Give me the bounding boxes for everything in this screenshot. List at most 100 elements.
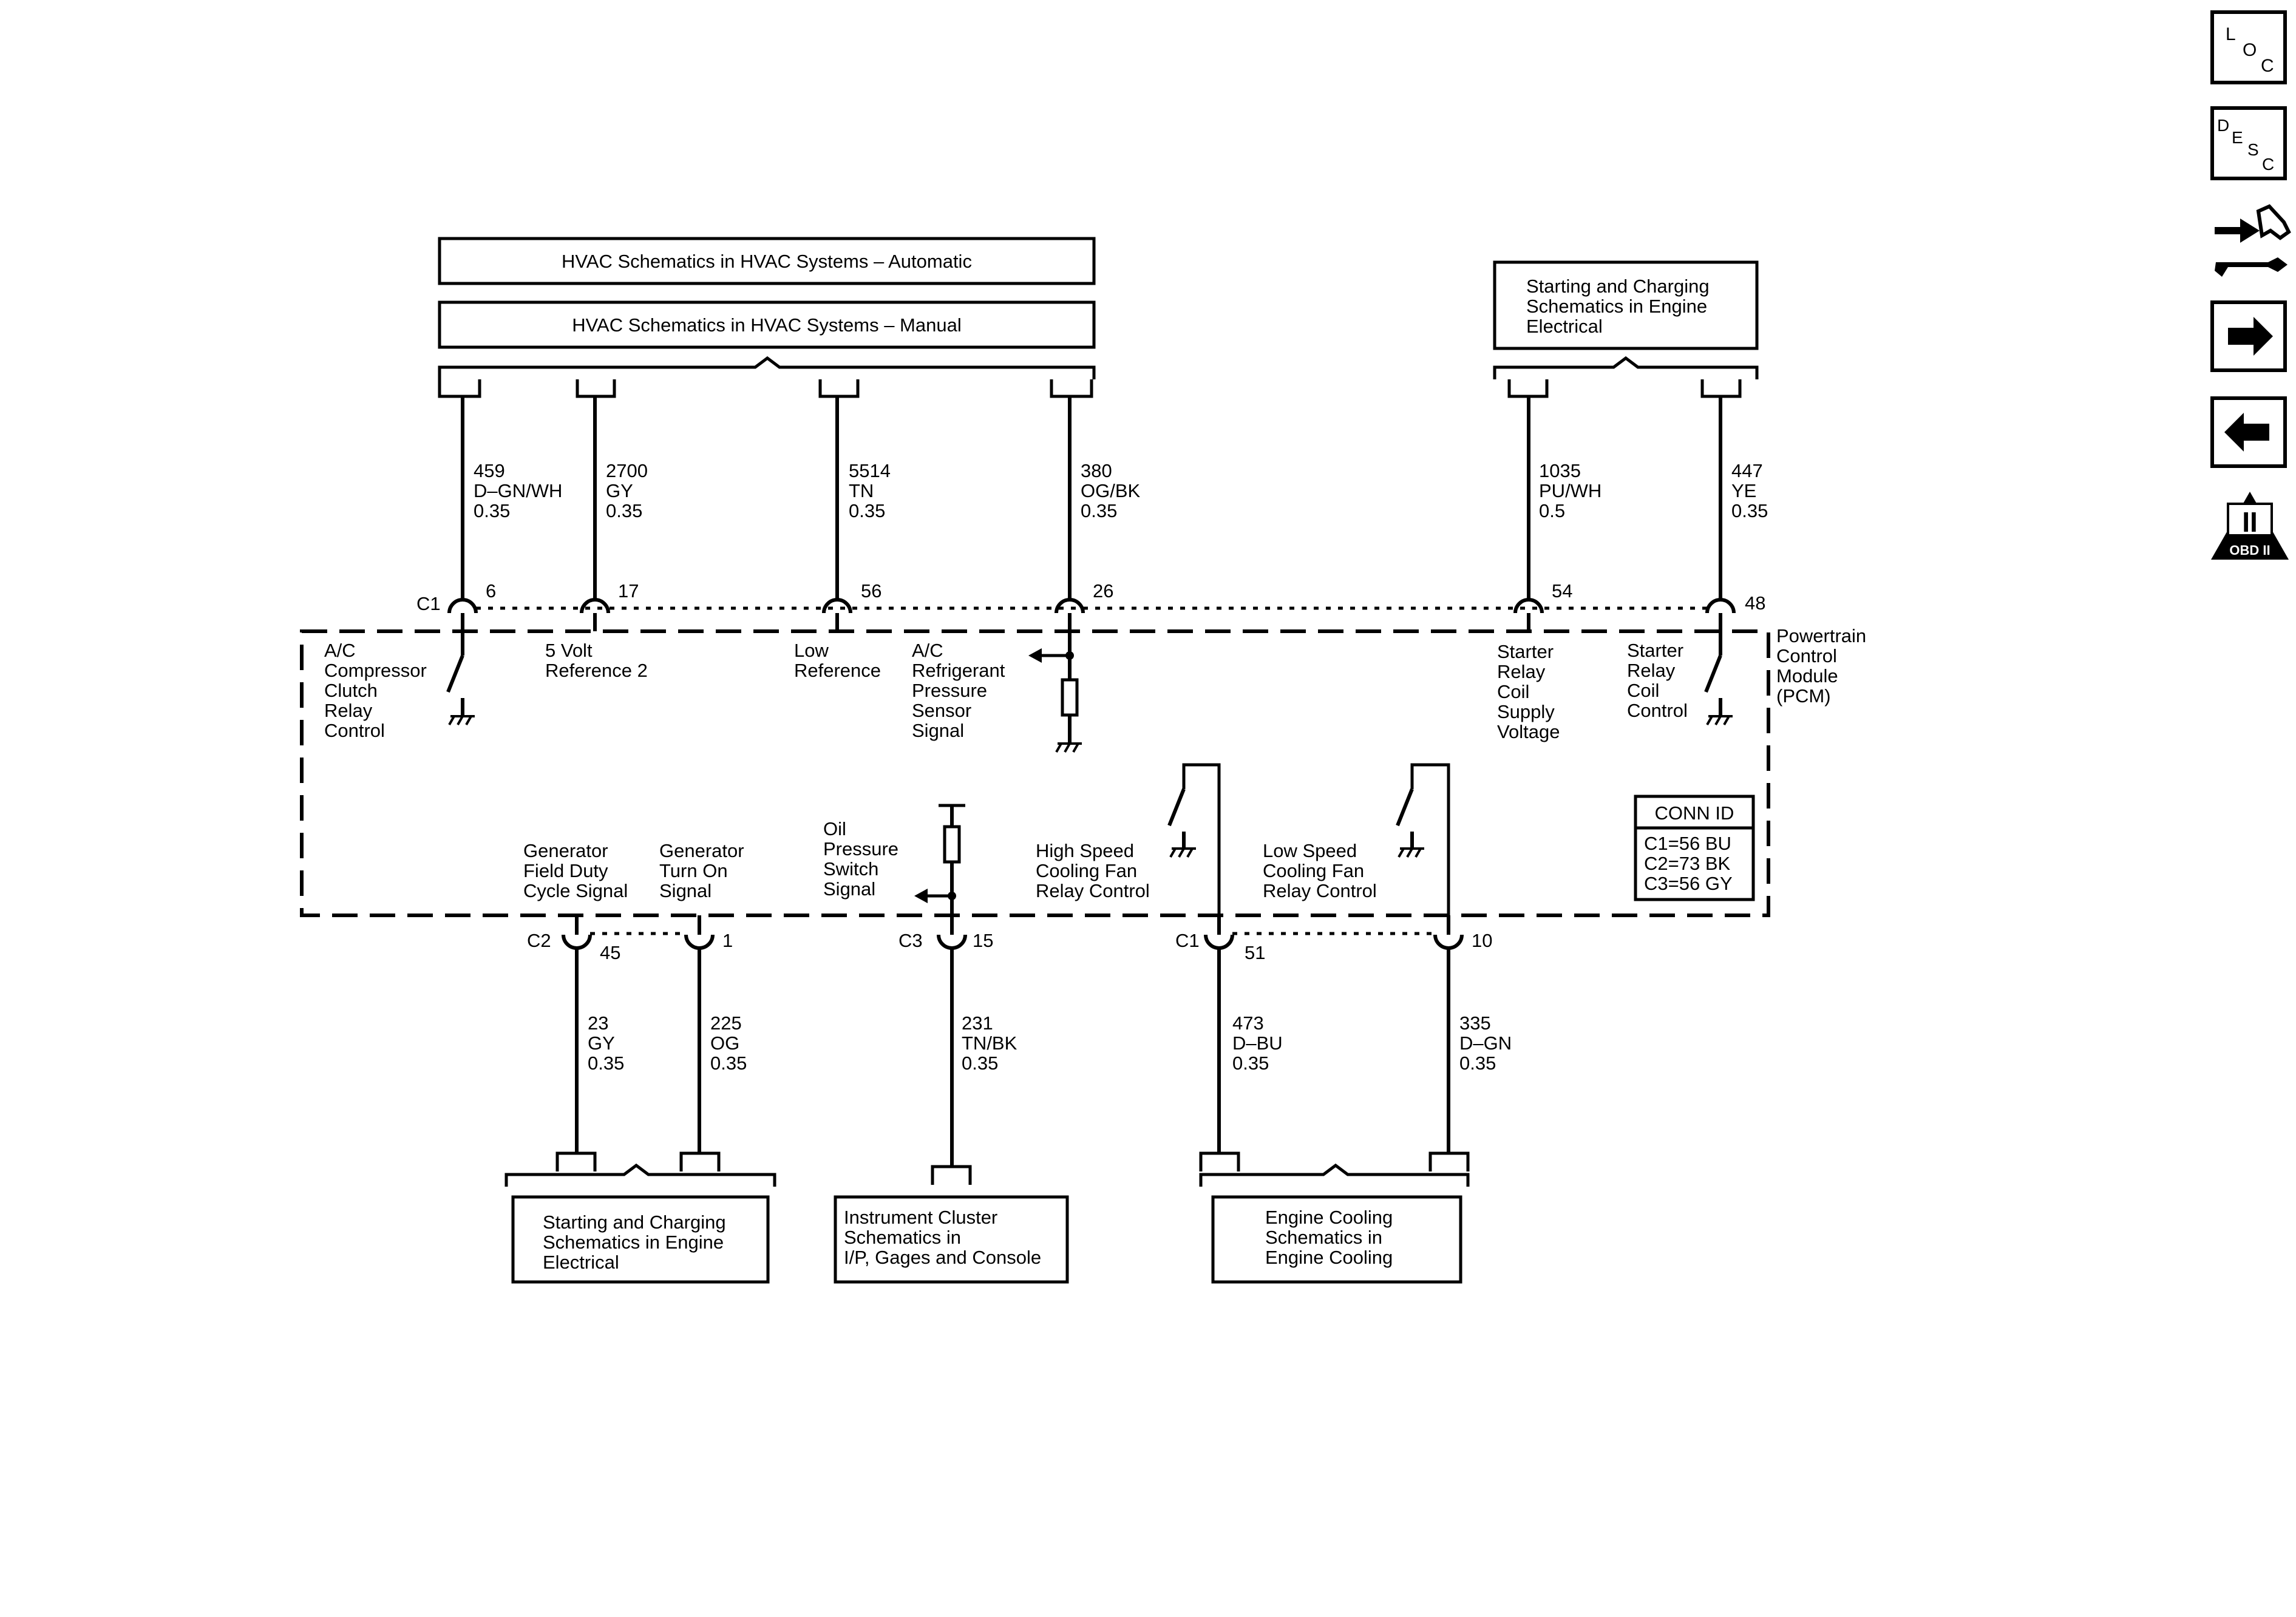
- instrument-cluster-label-2: Schematics in: [844, 1227, 961, 1248]
- hvac-auto-box[interactable]: [438, 237, 1096, 285]
- func-low-ref-2: Reference: [794, 660, 881, 681]
- desc-icon[interactable]: D E S C: [2210, 106, 2287, 180]
- func-ac-sensor-2: Refrigerant: [912, 660, 1005, 681]
- ground-icon: [1706, 715, 1733, 725]
- next-arrow-icon[interactable]: [2210, 300, 2287, 372]
- func-gen-turnon-2: Turn On: [659, 860, 728, 881]
- wire-447-color: YE: [1731, 480, 1756, 501]
- conn-id-c3: C3=56 GY: [1644, 873, 1733, 894]
- engine-cooling-box[interactable]: [1211, 1195, 1462, 1284]
- wire-231-circuit: 231: [962, 1012, 993, 1034]
- func-5v-ref-2: Reference 2: [545, 660, 648, 681]
- pcm-name-1: Powertrain: [1776, 625, 1866, 646]
- wire-473-color: D–BU: [1232, 1032, 1283, 1054]
- wire-23-gauge: 0.35: [588, 1053, 624, 1074]
- func-low-ref-1: Low: [794, 640, 829, 661]
- terminal-top-5: [1507, 379, 1549, 398]
- connector-c1-top-label: C1: [416, 593, 441, 614]
- wire-447-gauge: 0.35: [1731, 500, 1768, 521]
- wire-225-circuit: 225: [710, 1012, 742, 1034]
- wire-1035-gauge: 0.5: [1539, 500, 1565, 521]
- ground-icon: [1169, 847, 1196, 858]
- pin-26-symbol: [1055, 598, 1085, 614]
- starting-charging-bottom-label-1: Starting and Charging: [543, 1212, 726, 1233]
- engine-cooling-label-1: Engine Cooling: [1265, 1207, 1393, 1228]
- conn-id-title: CONN ID: [1655, 802, 1734, 824]
- pin-1-symbol: [684, 934, 715, 950]
- func-ac-clutch-3: Clutch: [324, 680, 378, 701]
- connector-c3-label: C3: [898, 930, 923, 951]
- func-5v-ref-1: 5 Volt: [545, 640, 593, 661]
- wire-459-color: D–GN/WH: [474, 480, 562, 501]
- wire-473-gauge: 0.35: [1232, 1053, 1269, 1074]
- starting-charging-bottom-box[interactable]: [511, 1195, 770, 1284]
- engine-cooling-label-3: Engine Cooling: [1265, 1247, 1393, 1268]
- pin-54-symbol: [1513, 598, 1544, 614]
- terminal-top-4: [1050, 379, 1093, 398]
- obd-ii-icon[interactable]: II OBD II: [2211, 492, 2289, 560]
- wire-23-circuit: 23: [588, 1012, 608, 1034]
- pin-56-symbol: [822, 598, 852, 614]
- func-starter-control-4: Control: [1627, 700, 1688, 721]
- pin-45-label: 45: [600, 942, 620, 963]
- pin-c1-51-symbol: [1204, 934, 1234, 950]
- wire-459-circuit: 459: [474, 460, 505, 481]
- pin-10-label: 10: [1472, 930, 1492, 951]
- pin-56-label: 56: [861, 580, 881, 602]
- func-starter-supply-4: Supply: [1497, 701, 1555, 722]
- func-oil-2: Pressure: [823, 838, 898, 859]
- pcm-module-boundary: [300, 629, 1770, 917]
- repair-icon[interactable]: [2215, 204, 2291, 277]
- func-starter-supply-5: Voltage: [1497, 721, 1560, 742]
- func-starter-control-3: Coil: [1627, 680, 1659, 701]
- prev-arrow-icon[interactable]: [2210, 396, 2287, 468]
- terminal-bottom-4: [1199, 1151, 1240, 1171]
- func-ac-clutch-5: Control: [324, 720, 385, 741]
- starting-charging-bottom-bracket: [504, 1163, 776, 1187]
- func-high-fan-1: High Speed: [1036, 840, 1134, 861]
- oil-switch-resistor: [943, 825, 961, 864]
- engine-cooling-label-2: Schematics in: [1265, 1227, 1382, 1248]
- loc-icon[interactable]: L O C: [2210, 10, 2287, 84]
- svg-text:L: L: [2226, 24, 2236, 44]
- func-starter-control-1: Starter: [1627, 640, 1683, 661]
- svg-text:C: C: [2261, 56, 2274, 76]
- connector-c1-bottom-label: C1: [1175, 930, 1200, 951]
- wire-335-circuit: 335: [1459, 1012, 1491, 1034]
- wire-2700-circuit: 2700: [606, 460, 648, 481]
- hvac-manual-box[interactable]: [438, 300, 1096, 349]
- sensor-resistor: [1061, 678, 1079, 717]
- wire-459-gauge: 0.35: [474, 500, 510, 521]
- instrument-cluster-label-3: I/P, Gages and Console: [844, 1247, 1041, 1268]
- func-high-fan-3: Relay Control: [1036, 880, 1150, 901]
- starting-charging-top-box[interactable]: [1493, 260, 1759, 350]
- hvac-bracket: [438, 356, 1096, 379]
- wire-225-color: OG: [710, 1032, 739, 1054]
- conn-id-c1: C1=56 BU: [1644, 833, 1731, 854]
- func-low-fan-3: Relay Control: [1263, 880, 1377, 901]
- pin-17-label: 17: [618, 580, 639, 602]
- wire-1035-color: PU/WH: [1539, 480, 1601, 501]
- func-oil-3: Switch: [823, 858, 878, 880]
- wire-2700-color: GY: [606, 480, 633, 501]
- wire-225-gauge: 0.35: [710, 1053, 747, 1074]
- func-starter-supply-1: Starter: [1497, 641, 1554, 662]
- svg-text:S: S: [2247, 140, 2259, 159]
- signal-arrow-icon: [914, 889, 928, 903]
- conn-id-c2: C2=73 BK: [1644, 853, 1731, 874]
- wire-380-circuit: 380: [1081, 460, 1112, 481]
- starting-charging-top-label-3: Electrical: [1526, 316, 1603, 337]
- terminal-bottom-1: [555, 1151, 597, 1171]
- engine-cooling-bracket: [1199, 1163, 1470, 1187]
- pin-51-label: 51: [1245, 942, 1265, 963]
- terminal-top-3: [818, 379, 860, 398]
- wire-335-gauge: 0.35: [1459, 1053, 1496, 1074]
- terminal-top-6: [1700, 379, 1742, 398]
- instrument-cluster-box[interactable]: [834, 1195, 1069, 1284]
- pin-1-label: 1: [722, 930, 733, 951]
- func-ac-sensor-4: Sensor: [912, 700, 971, 721]
- func-gen-field-3: Cycle Signal: [523, 880, 628, 901]
- wire-447-circuit: 447: [1731, 460, 1763, 481]
- pin-48-symbol: [1705, 598, 1736, 614]
